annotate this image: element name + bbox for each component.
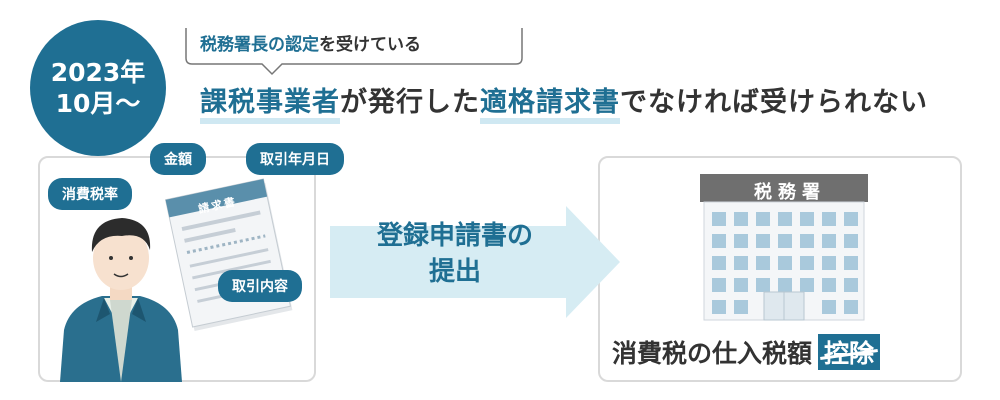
- headline-taxable-business: 課税事業者: [200, 87, 340, 124]
- bubble-transaction-details: 取引内容: [218, 270, 302, 302]
- input-tax-text: 消費税の仕入税額: [612, 339, 813, 368]
- tax-office-label: 税務署: [754, 182, 826, 203]
- condition-callout: 税務署長の認定を受けている: [200, 30, 421, 55]
- condition-highlight: 税務署長の認定: [200, 35, 319, 55]
- date-month: 10月～: [55, 89, 141, 118]
- person-icon: [60, 218, 182, 382]
- bubble-transaction-date: 取引年月日: [246, 143, 344, 175]
- date-year: 2023年: [50, 57, 146, 87]
- deduction-struck-badge: 控除: [818, 334, 881, 370]
- application-submission-label: 登録申請書の 提出: [340, 218, 570, 291]
- condition-rest: を受けている: [319, 35, 421, 55]
- arrow-label-line2: 提出: [428, 257, 481, 288]
- headline-condition: でなければ受けられない: [620, 87, 928, 118]
- headline-issued-by: が発行した: [340, 87, 480, 118]
- bubble-tax-rate: 消費税率: [48, 178, 132, 210]
- date-badge: 2023年 10月～: [30, 20, 166, 156]
- input-tax-deduction: 消費税の仕入税額控除: [612, 334, 881, 370]
- bubble-amount: 金額: [150, 143, 206, 175]
- headline: 課税事業者が発行した適格請求書でなければ受けられない: [200, 80, 928, 124]
- arrow-label-line1: 登録申請書の: [376, 221, 533, 251]
- headline-qualified-invoice: 適格請求書: [480, 87, 620, 124]
